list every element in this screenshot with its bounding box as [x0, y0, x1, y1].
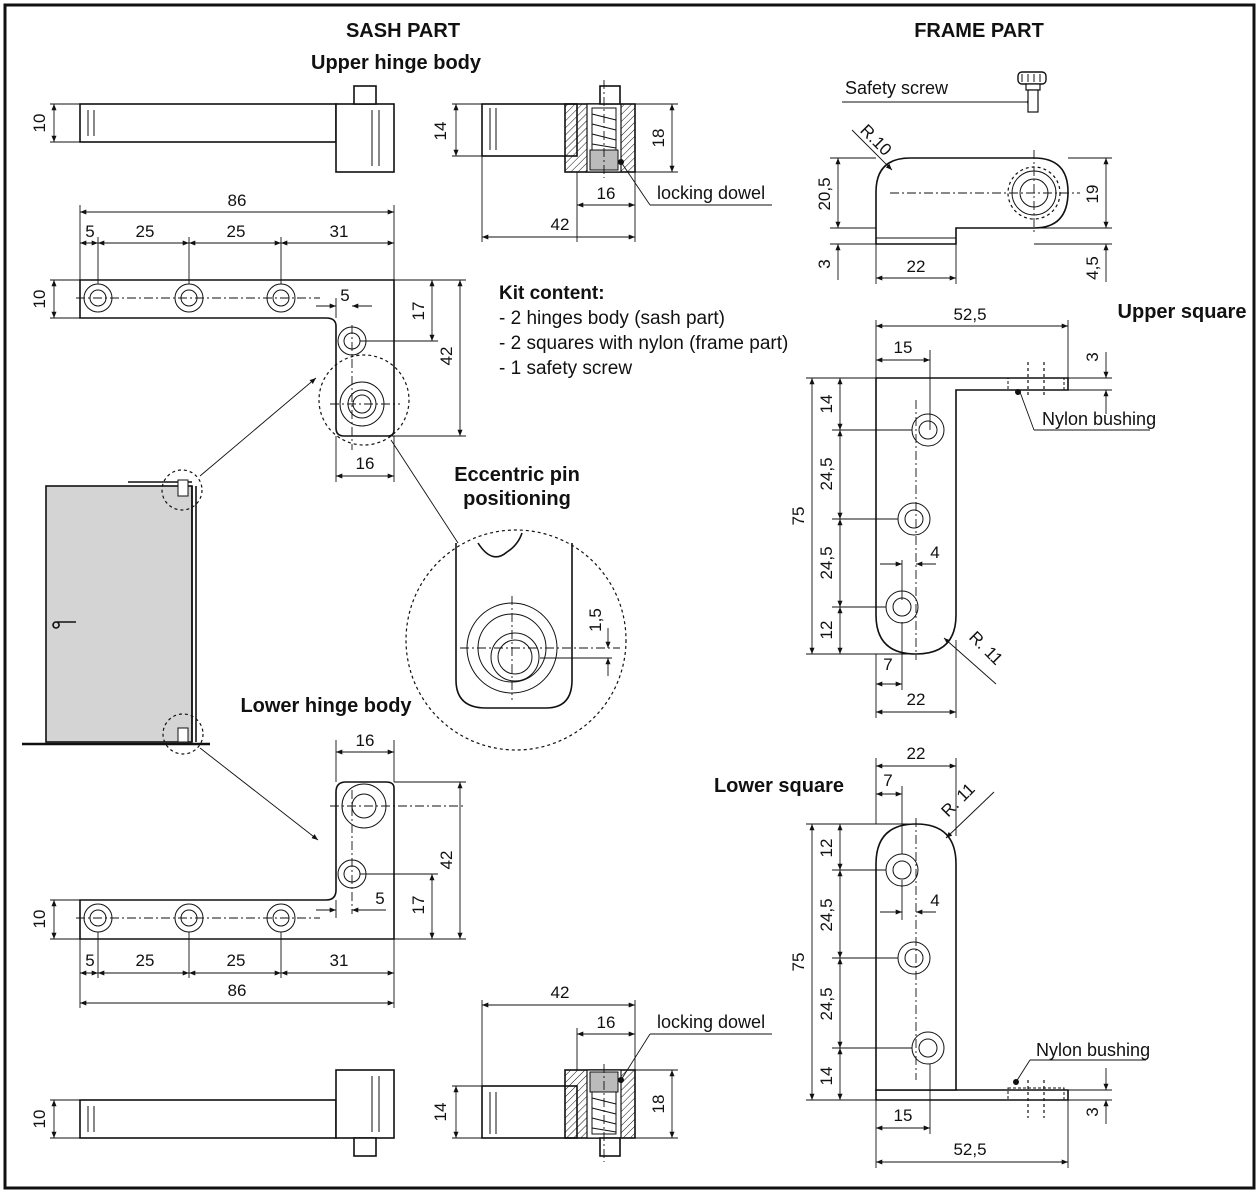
dim-label: 16: [356, 454, 375, 473]
dim-label: 17: [409, 896, 428, 915]
dim-label: 7: [883, 771, 892, 790]
dim-label: 75: [789, 953, 808, 972]
dim-label: 25: [136, 951, 155, 970]
kit-item: - 2 squares with nylon (frame part): [499, 333, 788, 354]
callout-nylon-bushing: Nylon bushing: [1042, 409, 1156, 429]
door-illustration: [22, 377, 319, 841]
dim-label: 4,5: [1083, 256, 1102, 280]
dim-label: 22: [907, 257, 926, 276]
dim-label: 52,5: [953, 305, 986, 324]
kit-item: - 2 hinges body (sash part): [499, 308, 725, 329]
dim-label: 25: [136, 222, 155, 241]
upper-hinge-section-view: 14 18 16 42 locking dowel: [431, 80, 772, 242]
kit-title: Kit content:: [499, 283, 605, 304]
callout-safety-screw: Safety screw: [845, 78, 949, 98]
dim-label: 4: [930, 891, 939, 910]
dim-label: 10: [30, 1110, 49, 1129]
dim-label: 14: [431, 1103, 450, 1122]
safety-screw-icon: [1017, 71, 1047, 113]
kit-content: Kit content: - 2 hinges body (sash part)…: [499, 283, 788, 379]
dim-label: 5: [375, 889, 384, 908]
eccentric-detail-circle: [318, 354, 410, 446]
dim-label: 17: [409, 302, 428, 321]
dim-label: 14: [817, 1067, 836, 1086]
heading-eccentric-positioning: positioning: [463, 488, 571, 510]
callout-locking-dowel: locking dowel: [657, 183, 765, 203]
dim-label: 15: [894, 1106, 913, 1125]
upper-hinge-side-view: 10: [30, 85, 395, 173]
lower-hinge-section-view: 42 16 14 18 locking dowel: [431, 983, 772, 1162]
dim-label: 52,5: [953, 1140, 986, 1159]
dim-label: 24,5: [817, 987, 836, 1020]
frame-bracket: Safety screw 20,5 3 R.10 19 4,5 22: [815, 71, 1112, 284]
heading-lower-square: Lower square: [714, 775, 844, 797]
dim-label: 4: [930, 543, 939, 562]
dim-label: 12: [817, 621, 836, 640]
heading-upper-square: Upper square: [1118, 301, 1247, 323]
dim-label: 5: [85, 222, 94, 241]
dim-label: 18: [649, 129, 668, 148]
dim-label: 10: [30, 910, 49, 929]
dim-label: 42: [437, 347, 456, 366]
dim-label: 20,5: [815, 177, 834, 210]
dim-label: 24,5: [817, 898, 836, 931]
dim-label: 42: [551, 983, 570, 1002]
dim-label: 22: [907, 744, 926, 763]
dim-label: 18: [649, 1095, 668, 1114]
dim-label: 16: [597, 1013, 616, 1032]
dim-label: 24,5: [817, 546, 836, 579]
heading-upper-hinge-body: Upper hinge body: [311, 52, 482, 74]
dim-label: 10: [30, 290, 49, 309]
heading-eccentric-pin: Eccentric pin: [454, 464, 580, 486]
heading-sash-part: SASH PART: [346, 20, 460, 42]
callout-nylon-bushing: Nylon bushing: [1036, 1040, 1150, 1060]
dim-label: 16: [597, 184, 616, 203]
dim-label: 86: [228, 981, 247, 1000]
heading-lower-hinge-body: Lower hinge body: [240, 695, 412, 717]
dim-label: R. 11: [937, 779, 978, 820]
dim-label: 7: [883, 655, 892, 674]
dim-label: 16: [356, 731, 375, 750]
dim-label: 42: [551, 215, 570, 234]
dim-label: 5: [340, 286, 349, 305]
dim-label: 19: [1083, 185, 1102, 204]
dim-label: 86: [228, 191, 247, 210]
upper-hinge-top-view: 86 5 25 25 31 10 17 42 5 16: [30, 191, 466, 544]
dim-label: 12: [817, 839, 836, 858]
eccentric-pin-detail: 1,5: [405, 529, 627, 751]
dim-label: 3: [1083, 1107, 1102, 1116]
dim-label: 3: [1083, 352, 1102, 361]
dim-label: 5: [85, 951, 94, 970]
dim-label: 31: [330, 222, 349, 241]
dim-label: 22: [907, 690, 926, 709]
upper-square: 52,5 15 3 Nylon bushing 75 14 24,5 24,5 …: [789, 305, 1156, 718]
dim-label: 10: [30, 114, 49, 133]
lower-hinge-side-view: 10: [30, 1069, 395, 1157]
dim-label: 24,5: [817, 457, 836, 490]
dim-label: 31: [330, 951, 349, 970]
dim-label: 25: [227, 222, 246, 241]
drawing-border: [3, 3, 1256, 1190]
dim-label: 14: [431, 122, 450, 141]
dim-label: 1,5: [586, 608, 605, 632]
heading-frame-part: FRAME PART: [914, 20, 1044, 42]
dim-label: 42: [437, 851, 456, 870]
callout-locking-dowel: locking dowel: [657, 1012, 765, 1032]
kit-item: - 1 safety screw: [499, 358, 632, 379]
dim-label: 25: [227, 951, 246, 970]
lower-hinge-top-view: 16 42 17 5 10 5 25 25 31 86: [30, 731, 466, 1008]
dim-label: 3: [815, 259, 834, 268]
dim-label: 15: [894, 338, 913, 357]
lower-square: 22 7 R. 11 75 12 24,5 24,5 14 4 Nylon bu…: [789, 744, 1150, 1168]
dim-label: 75: [789, 507, 808, 526]
dim-label: 14: [817, 395, 836, 414]
